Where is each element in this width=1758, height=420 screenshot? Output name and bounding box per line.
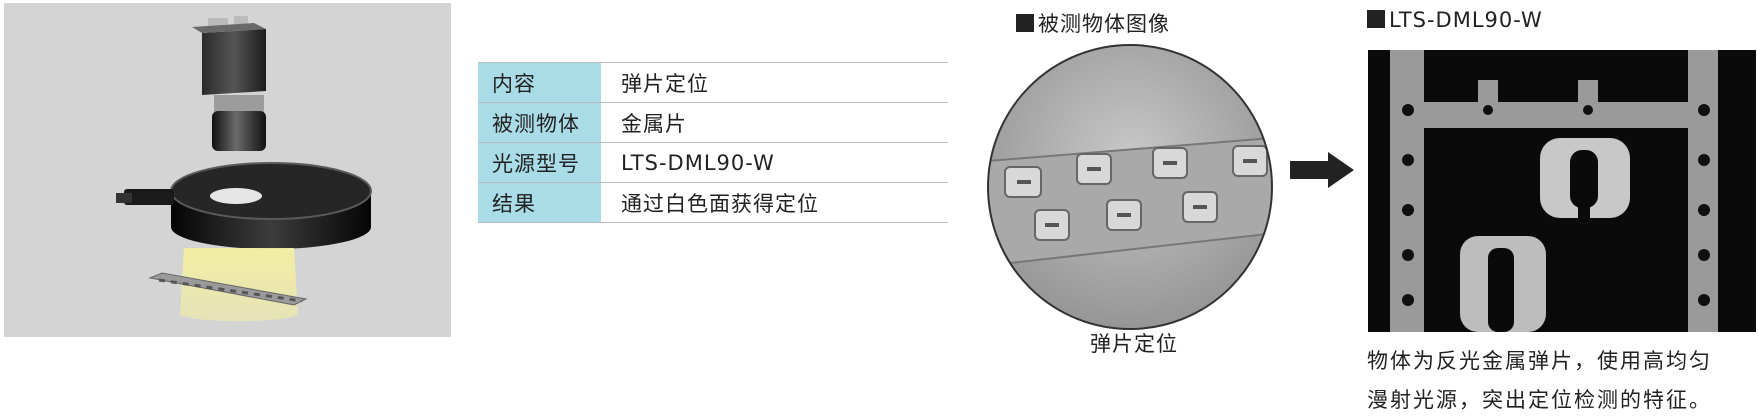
setup-drawing xyxy=(116,16,372,322)
camera-icon xyxy=(192,16,266,151)
result-image-drawing xyxy=(1368,50,1756,332)
row-key: 内容 xyxy=(478,62,601,103)
row-key: 被测物体 xyxy=(478,102,601,143)
table-row: 被测物体 金属片 xyxy=(478,102,948,143)
spec-table: 内容 弹片定位 被测物体 金属片 光源型号 LTS-DML90-W 结果 通过白… xyxy=(478,62,948,223)
row-key: 结果 xyxy=(478,182,601,223)
light-beam xyxy=(180,248,298,322)
row-value: 金属片 xyxy=(601,102,948,143)
table-row: 内容 弹片定位 xyxy=(478,62,948,103)
row-value: 通过白色面获得定位 xyxy=(601,182,948,223)
arrow-shape xyxy=(1290,152,1354,188)
result-image-title: LTS-DML90-W xyxy=(1367,8,1543,32)
description: 物体为反光金属弹片，使用高均匀 漫射光源，突出定位检测的特征。 xyxy=(1367,342,1712,420)
square-bullet-icon xyxy=(1016,14,1034,32)
table-row: 光源型号 LTS-DML90-W xyxy=(478,142,948,183)
object-photo-drawing xyxy=(987,44,1273,330)
square-bullet-icon xyxy=(1367,10,1385,28)
row-value: 弹片定位 xyxy=(601,62,948,103)
setup-illustration xyxy=(4,3,451,337)
object-image-caption: 弹片定位 xyxy=(1090,332,1178,356)
row-key: 光源型号 xyxy=(478,142,601,183)
metal-strip-icon xyxy=(148,272,308,306)
object-photo xyxy=(985,42,1275,332)
table-row: 结果 通过白色面获得定位 xyxy=(478,182,948,223)
object-image-title: 被测物体图像 xyxy=(1016,8,1170,38)
row-value: LTS-DML90-W xyxy=(601,142,948,183)
ring-light-icon xyxy=(116,162,372,249)
result-image xyxy=(1368,50,1756,332)
result-image-title-text: LTS-DML90-W xyxy=(1389,8,1543,32)
description-line: 物体为反光金属弹片，使用高均匀 xyxy=(1367,349,1712,373)
arrow-right-icon xyxy=(1290,152,1356,192)
description-line: 漫射光源，突出定位检测的特征。 xyxy=(1367,388,1712,412)
object-image-title-text: 被测物体图像 xyxy=(1038,12,1170,36)
